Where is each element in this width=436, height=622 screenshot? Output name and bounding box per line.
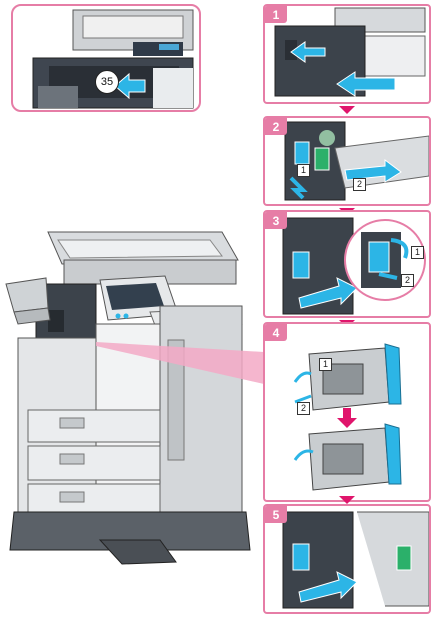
- sub-step-label-2: 2: [353, 178, 366, 191]
- step-panel-3: 3 1 2: [263, 210, 431, 318]
- step-3-illustration: [282, 217, 426, 315]
- step-4-illustration: [293, 343, 402, 491]
- callout-inset: 35: [11, 4, 201, 112]
- step-number: 5: [265, 506, 287, 523]
- sub-step-label-2: 2: [297, 402, 310, 415]
- step-number: 4: [265, 324, 287, 341]
- step-2-illustration: [284, 121, 429, 201]
- step-panel-5: 5: [263, 504, 431, 614]
- step-1-illustration: [274, 7, 426, 97]
- sub-step-label-1: 1: [411, 246, 424, 259]
- pointer-wedge: [96, 342, 264, 384]
- step-panel-2: 2 1 2: [263, 116, 431, 206]
- copier-illustration: [0, 220, 260, 620]
- step-number: 3: [265, 212, 287, 229]
- step-panel-4: 4 1 2: [263, 322, 431, 502]
- step-number: 2: [265, 118, 287, 135]
- callout-number-badge: 35: [95, 70, 119, 94]
- step-number: 1: [265, 6, 287, 23]
- step-arrow-4: [339, 496, 355, 504]
- step-5-illustration: [282, 511, 429, 609]
- sub-step-label-1: 1: [297, 164, 310, 177]
- step-panel-1: 1: [263, 4, 431, 104]
- step-arrow-1: [339, 106, 355, 114]
- callout-device-illustration: [32, 9, 194, 109]
- sub-step-label-1: 1: [319, 358, 332, 371]
- sub-step-label-2: 2: [401, 274, 414, 287]
